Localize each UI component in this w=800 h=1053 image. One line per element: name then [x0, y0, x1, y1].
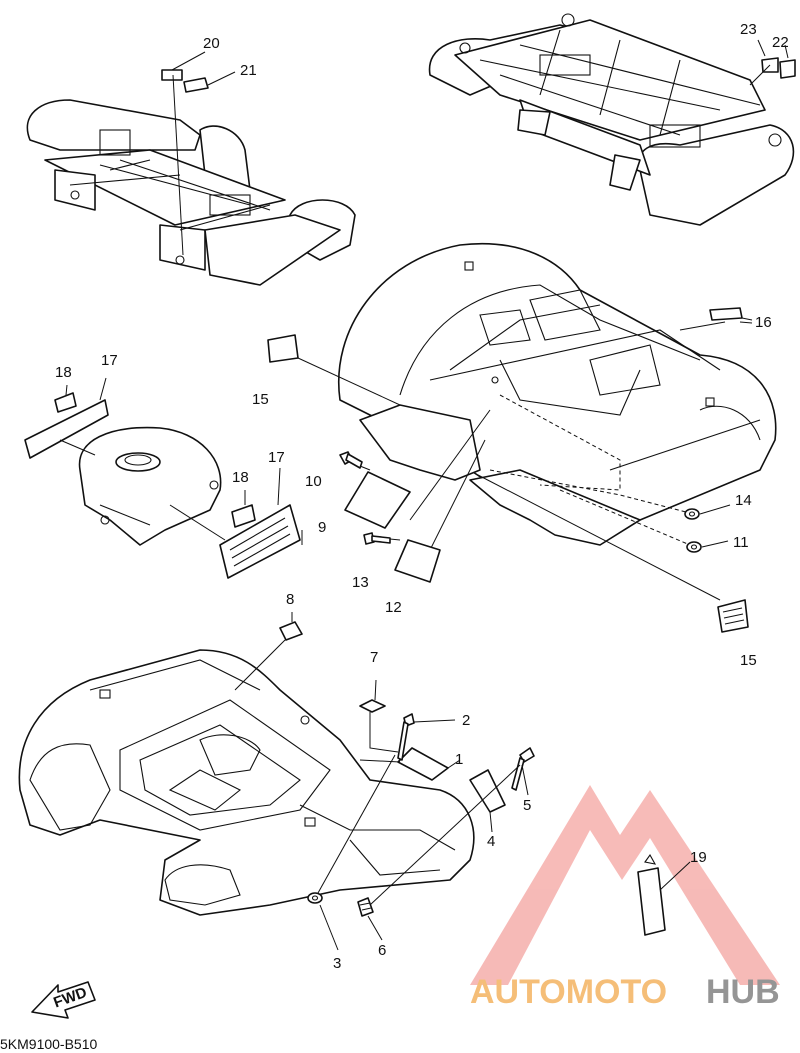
watermark-text-part2: HUB	[706, 973, 780, 1011]
decal-8	[279, 621, 303, 641]
callout-12: 12	[385, 599, 402, 616]
decal-16	[709, 307, 743, 321]
callout-4: 4	[487, 833, 495, 850]
watermark-logo: AUTOMOTO HUB	[470, 785, 780, 1011]
callout-6: 6	[378, 942, 386, 959]
nut-14	[684, 508, 700, 520]
front-carrier	[26, 99, 356, 286]
decal-1	[397, 747, 449, 781]
callout-17-left: 17	[101, 352, 118, 369]
decal-18-left	[54, 392, 77, 413]
fuel-tank-cover	[78, 426, 222, 546]
front-fender	[18, 649, 475, 916]
diagram-code: 5KM9100-B510	[0, 1036, 98, 1052]
bolt-5	[511, 747, 535, 791]
plate-9	[344, 471, 411, 529]
callout-18-right: 18	[232, 469, 249, 486]
decal-17-left	[24, 399, 109, 459]
callout-17-right: 17	[268, 449, 285, 466]
bolt-10	[339, 451, 363, 469]
callout-15-top: 15	[252, 391, 269, 408]
fwd-direction-arrow: FWD	[31, 981, 96, 1019]
callout-8: 8	[286, 591, 294, 608]
callout-3: 3	[333, 955, 341, 972]
callout-5: 5	[523, 797, 531, 814]
callout-numbers: 1 2 3 4 5 6 7 8 9 10 11 12 13 14 15 15 1…	[55, 21, 789, 972]
nut-3	[307, 892, 323, 904]
callout-18-left: 18	[55, 364, 72, 381]
callout-23: 23	[740, 21, 757, 38]
callout-10: 10	[305, 473, 322, 490]
callout-14: 14	[735, 492, 752, 509]
watermark-text-part1: AUTOMOTO	[470, 973, 667, 1011]
emblem-17-right	[169, 467, 303, 579]
callout-22: 22	[772, 34, 789, 51]
decal-19	[637, 853, 691, 936]
callout-2: 2	[462, 712, 470, 729]
plate-12	[394, 539, 441, 583]
nut-11	[686, 541, 702, 553]
decal-7	[359, 699, 386, 713]
callout-15-bottom: 15	[740, 652, 757, 669]
callout-21: 21	[240, 62, 257, 79]
callout-9: 9	[318, 519, 326, 536]
callout-1: 1	[455, 751, 463, 768]
bolt-2	[397, 713, 415, 761]
decal-15-bottom	[717, 599, 749, 633]
callout-13: 13	[352, 574, 369, 591]
callout-11: 11	[733, 534, 749, 551]
callout-19: 19	[690, 849, 707, 866]
label-20-21	[161, 51, 236, 256]
callout-16: 16	[755, 314, 772, 331]
bolt-13	[363, 532, 391, 545]
rear-fender	[338, 243, 777, 546]
callout-7: 7	[370, 649, 378, 666]
decal-4	[469, 769, 506, 813]
rear-carrier	[428, 13, 795, 226]
callout-20: 20	[203, 35, 220, 52]
rear-fender-leaders	[284, 321, 753, 601]
grommet-6	[357, 897, 374, 917]
decal-15-top	[267, 334, 299, 363]
label-22-23	[749, 39, 796, 86]
